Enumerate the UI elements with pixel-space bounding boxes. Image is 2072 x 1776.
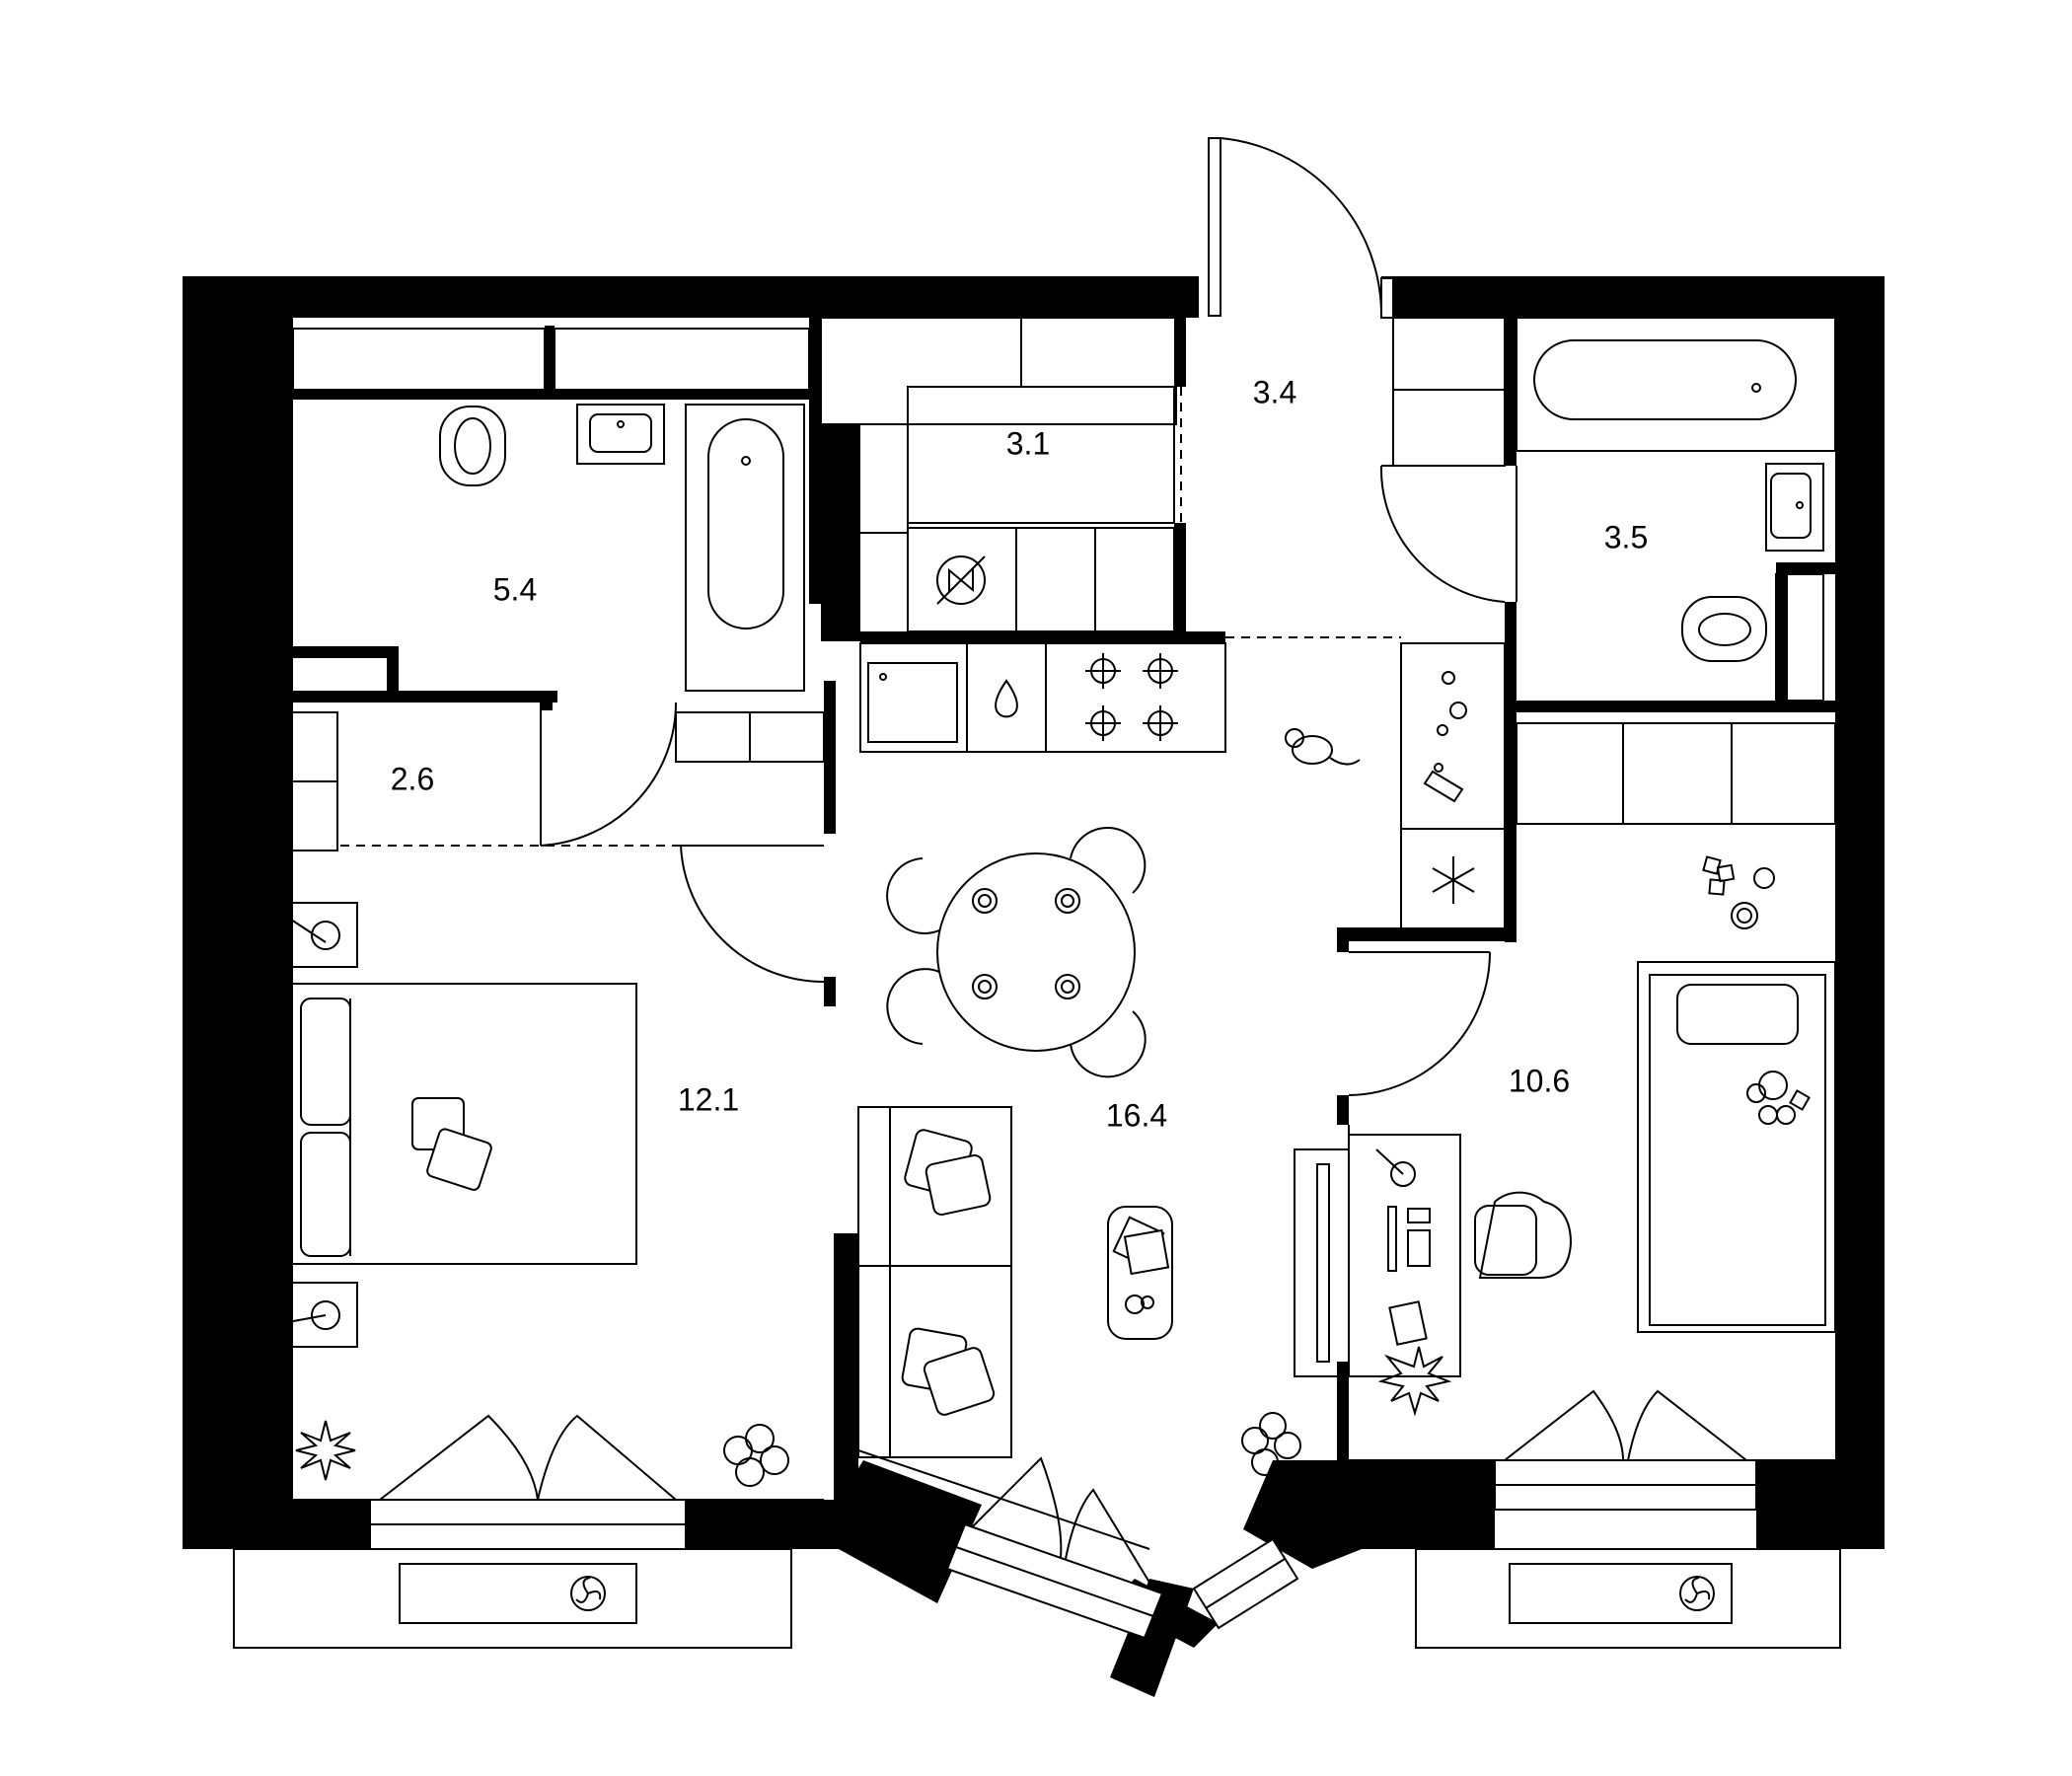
- coffee-table-icon: [1107, 1206, 1173, 1340]
- door-swing-icon: [540, 702, 678, 847]
- area-label-hallway: 3.4: [1253, 374, 1296, 409]
- area-label-kids-room: 10.6: [1509, 1063, 1570, 1098]
- plant-icon: [295, 1420, 356, 1481]
- plant-icon: [723, 1424, 789, 1487]
- door-swing-icon: [680, 845, 825, 984]
- water-drop-icon: [995, 679, 1018, 718]
- sink-icon: [1765, 463, 1824, 552]
- cat-icon: [1285, 728, 1361, 766]
- nightstand-icon: [277, 902, 358, 968]
- area-label-bathroom-main: 5.4: [493, 571, 537, 607]
- desk-icon: [1348, 1134, 1461, 1377]
- area-label-wardrobe: 3.1: [1006, 425, 1050, 461]
- toys-icon: [1702, 855, 1811, 1125]
- walls: [183, 276, 1885, 1697]
- ac-unit-icon: [1679, 1576, 1715, 1611]
- bathtub-icon: [685, 404, 805, 692]
- sink-icon: [576, 404, 665, 465]
- window-icon: [1192, 1537, 1299, 1630]
- window-icon: [1494, 1389, 1757, 1511]
- plant-icon: [1377, 1346, 1452, 1417]
- door-swing-icon: [1208, 137, 1394, 319]
- electric-panel-icon: [936, 555, 986, 605]
- kitchen-utensils-icon: [1423, 671, 1467, 803]
- bed-icon: [1637, 961, 1836, 1333]
- plant-icon: [1241, 1412, 1301, 1476]
- door-swing-icon: [1379, 465, 1506, 603]
- bed-icon: [275, 974, 637, 1275]
- toilet-icon: [1681, 596, 1767, 662]
- area-label-bathroom-small: 3.5: [1604, 519, 1648, 555]
- sofa-icon: [857, 1106, 1012, 1458]
- office-chair-icon: [1474, 1191, 1573, 1279]
- window-icon: [369, 1414, 687, 1550]
- tv-stand-icon: [1294, 1148, 1350, 1377]
- nightstand-icon: [277, 1282, 358, 1348]
- door-swing-icon: [1348, 951, 1491, 1096]
- pillow-icon: [411, 1097, 492, 1191]
- fridge-snowflake-icon: [1432, 856, 1475, 904]
- stove-icon: [1085, 653, 1178, 741]
- toilet-icon: [439, 406, 506, 486]
- sink-icon: [867, 662, 958, 743]
- area-label-kitchen-living: 16.4: [1106, 1097, 1167, 1133]
- dining-table-icon: [886, 827, 1147, 1078]
- area-label-storage: 2.6: [391, 761, 434, 796]
- window-icon: [945, 1456, 1164, 1640]
- area-labels: 5.4 2.6 12.1 3.1 3.4 3.5 16.4 10.6: [391, 374, 1648, 1133]
- ac-unit-icon: [570, 1576, 606, 1611]
- bathtub-icon: [1516, 317, 1836, 452]
- area-label-bedroom: 12.1: [678, 1081, 739, 1117]
